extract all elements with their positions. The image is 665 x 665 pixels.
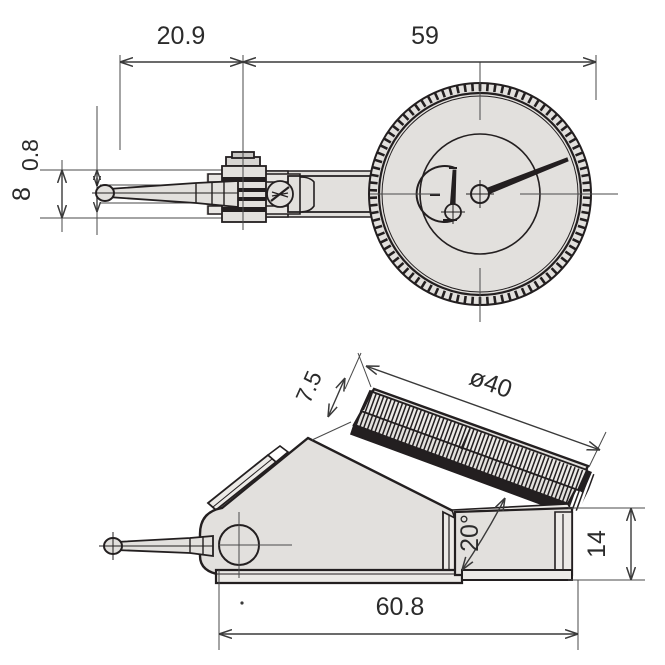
- dim-0-8: 0.8: [17, 139, 97, 186]
- contact-point-ball: [92, 184, 118, 202]
- clamp-screw: [266, 180, 294, 208]
- pivot-block: [221, 151, 267, 228]
- dim-60-8: 60.8: [218, 570, 579, 650]
- dim-20deg: 20°: [456, 498, 505, 570]
- pivot-boss: [218, 512, 292, 578]
- dim-14-label: 14: [583, 530, 611, 558]
- dovetail-rail: [206, 445, 290, 512]
- dim-59-label: 59: [411, 22, 439, 50]
- dim-20-9-label: 20.9: [157, 22, 206, 50]
- plan-view: 20.9 59 0.8 8: [8, 22, 618, 322]
- base-plate: [214, 568, 464, 585]
- dim-20deg-label: 20°: [456, 514, 484, 552]
- dim-8: 8: [8, 170, 97, 218]
- stylus-arm: [107, 180, 239, 208]
- locator-dot: [240, 601, 244, 605]
- dim-60-8-label: 60.8: [376, 593, 425, 621]
- dim-14: 14: [568, 507, 645, 581]
- centre-hub: [466, 180, 494, 208]
- plan-centre-lines: [370, 72, 618, 318]
- dim-20-9: 20.9: [120, 22, 243, 62]
- contact-point-ball-side: [99, 532, 127, 560]
- dim-8-label: 8: [8, 187, 36, 201]
- dim-59: 59: [243, 22, 596, 62]
- dim-0-8-label: 0.8: [17, 139, 43, 171]
